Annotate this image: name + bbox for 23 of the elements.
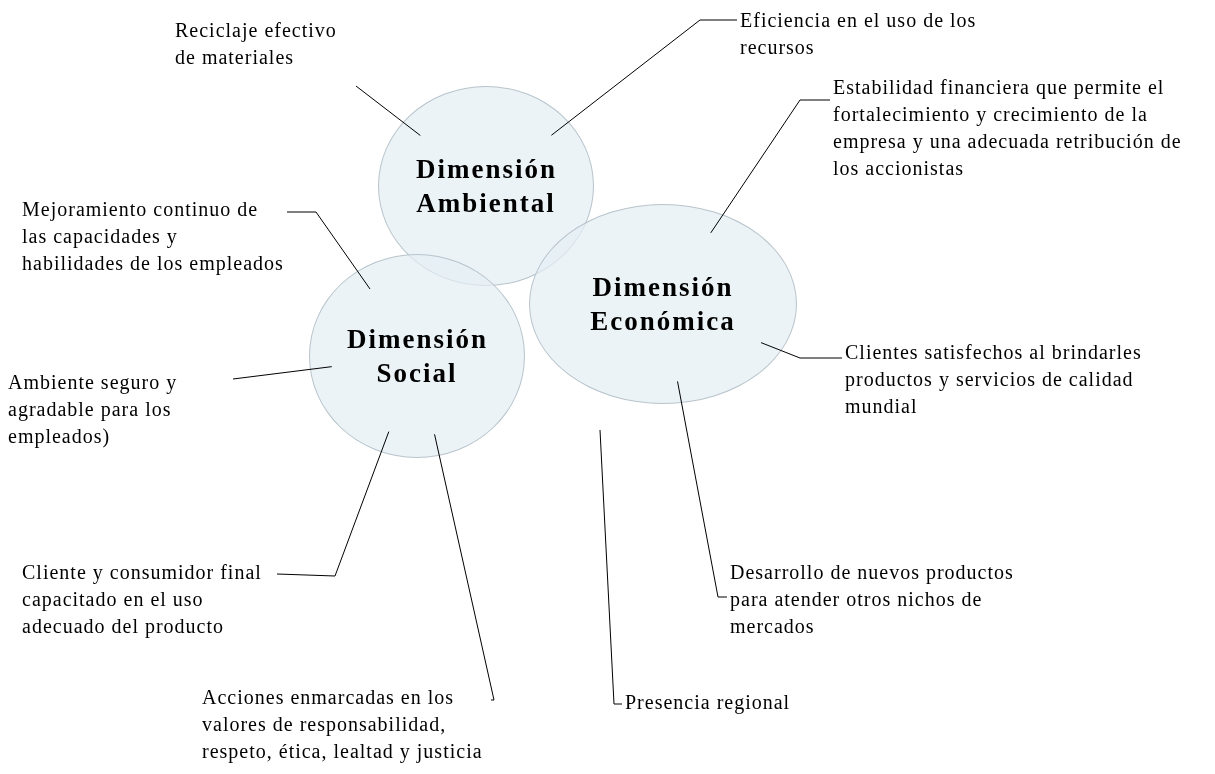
annotation-text: Acciones enmarcadas en los valores de responsabilidad, respeto, ética, lealtad y justicia <box>202 685 484 765</box>
annotation-text: Presencia regional <box>625 690 792 716</box>
annotation-text: Eficiencia en el uso de los recursos <box>740 8 978 60</box>
annotation-text: Cliente y consumidor final capacitado en el uso adecuado del producto <box>22 560 263 640</box>
leader-line <box>760 342 843 359</box>
annotation-text: Desarrollo de nuevos productos para atender otros nichos de mercados <box>730 560 1015 639</box>
leader-line <box>434 433 495 701</box>
annotation-text: Clientes satisfechos al brindarles productos y servicios de calidad mundial <box>845 340 1143 419</box>
leader-line <box>550 19 738 136</box>
dimension-title: Dimensión Económica <box>589 271 737 338</box>
leader-line <box>710 99 831 234</box>
annotation-text: Reciclaje efectivo de materiales <box>175 18 338 70</box>
dimension-title: Dimensión Social <box>347 323 487 390</box>
annotation-text: Ambiente seguro y agradable para los empleados) <box>8 370 179 450</box>
leader-line <box>286 211 371 290</box>
annotation-text: Estabilidad financiera que permite el fortalecimiento y crecimiento de la empresa y una adecuada retribución de los accionistas <box>833 75 1183 181</box>
leader-line <box>677 380 728 598</box>
leader-line <box>599 429 623 705</box>
leader-line <box>276 431 390 577</box>
leader-line <box>232 366 333 380</box>
dimension-title: Dimensión Ambiental <box>416 153 556 220</box>
annotation-text: Mejoramiento continuo de las capacidades y habilidades de los empleados <box>22 197 284 277</box>
leader-line <box>355 85 421 136</box>
